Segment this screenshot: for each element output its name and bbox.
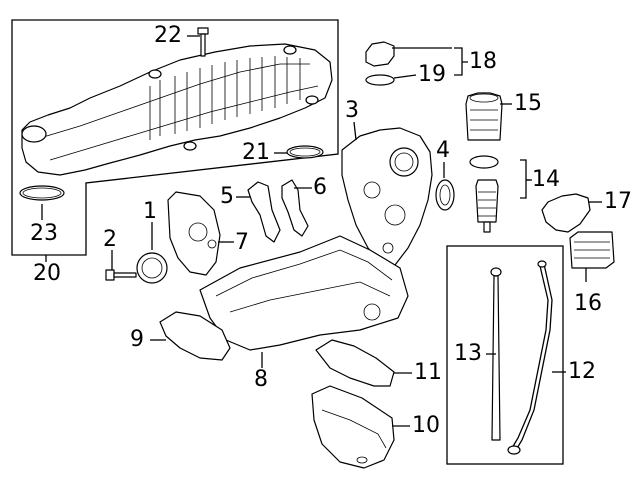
callout-19: 19: [418, 62, 446, 87]
sensor-18: [365, 41, 395, 67]
bolt-2: [105, 269, 137, 281]
callout-7: 7: [235, 230, 249, 255]
callout-23: 23: [30, 221, 58, 246]
callout-8: 8: [254, 367, 268, 392]
callout-14: 14: [532, 167, 560, 192]
gasket-19: [365, 74, 395, 86]
callout-9: 9: [130, 327, 144, 352]
oil-pan-upper: [199, 235, 409, 351]
gasket-5: [247, 181, 281, 243]
dipstick-tube: [507, 260, 553, 455]
gasket-11: [315, 339, 395, 387]
callout-22: 22: [154, 23, 182, 48]
timing-cover: [341, 127, 433, 266]
baffle-9: [159, 311, 231, 361]
intake-manifold: [21, 43, 333, 176]
callout-5: 5: [220, 184, 234, 209]
callout-13: 13: [454, 341, 482, 366]
callout-10: 10: [412, 413, 440, 438]
o-ring-14: [469, 155, 499, 169]
callout-15: 15: [514, 91, 542, 116]
callout-20: 20: [33, 261, 61, 286]
oil-cooler: [569, 231, 615, 269]
callout-6: 6: [313, 175, 327, 200]
dipstick-group-frame: [446, 245, 564, 465]
oil-pan-lower: [311, 385, 395, 469]
callout-11: 11: [414, 360, 442, 385]
gasket-23: [19, 185, 65, 201]
callout-12: 12: [568, 359, 596, 384]
dipstick: [490, 267, 502, 441]
callout-1: 1: [143, 199, 157, 224]
bracket-18-frame: [454, 47, 468, 76]
callout-21: 21: [242, 140, 270, 165]
bracket-14-frame: [520, 159, 532, 199]
callout-16: 16: [574, 291, 602, 316]
oil-filter-element: [475, 179, 499, 233]
gasket-6: [281, 179, 309, 237]
callout-2: 2: [103, 227, 117, 252]
seal-4: [435, 179, 455, 211]
bolt-22: [197, 27, 209, 57]
intake-manifold-group-frame: [11, 19, 339, 256]
callout-4: 4: [436, 138, 450, 163]
callout-3: 3: [345, 98, 359, 123]
seal-1: [136, 252, 168, 284]
leader-lines: [41, 35, 602, 427]
oil-filter-cap: [465, 92, 503, 141]
cover-7: [167, 191, 221, 276]
callout-17: 17: [604, 189, 632, 214]
callout-18: 18: [469, 49, 497, 74]
bracket-17: [541, 193, 591, 233]
